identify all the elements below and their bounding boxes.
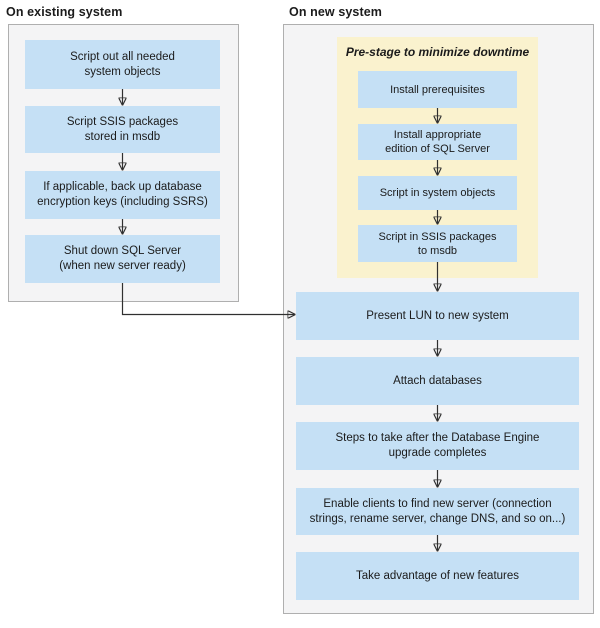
step-label: Present LUN to new system (366, 309, 509, 322)
step-attach-databases: Attach databases (296, 357, 579, 405)
step-script-in-ssis-packages: Script in SSIS packages to msdb (358, 225, 517, 262)
step-label: Attach databases (393, 374, 482, 387)
step-label: Shut down SQL Server (when new server re… (59, 245, 186, 272)
step-take-advantage-new-features: Take advantage of new features (296, 552, 579, 600)
new-system-title: On new system (289, 5, 382, 19)
step-label: Enable clients to find new server (conne… (309, 497, 566, 525)
existing-system-title: On existing system (6, 5, 123, 19)
step-label: Install prerequisites (390, 83, 485, 96)
step-label: Script in system objects (379, 187, 496, 199)
prestage-title: Pre-stage to minimize downtime (345, 45, 530, 59)
step-label: Script SSIS packages stored in msdb (66, 115, 179, 143)
step-shut-down-sql-server: Shut down SQL Server (when new server re… (25, 235, 220, 283)
step-install-prerequisites: Install prerequisites (358, 71, 517, 108)
step-label: Script in SSIS packages to msdb (378, 230, 497, 257)
step-label: Install appropriate edition of SQL Serve… (385, 129, 490, 155)
step-present-lun: Present LUN to new system (296, 292, 579, 340)
step-label: Script out all needed system objects (70, 50, 175, 78)
step-install-sql-server-edition: Install appropriate edition of SQL Serve… (358, 124, 517, 160)
step-label: Steps to take after the Database Engine … (335, 432, 540, 459)
step-label: Take advantage of new features (355, 569, 520, 582)
step-post-upgrade-steps: Steps to take after the Database Engine … (296, 422, 579, 470)
step-script-ssis-packages: Script SSIS packages stored in msdb (25, 106, 220, 153)
step-script-out-system-objects: Script out all needed system objects (25, 40, 220, 89)
step-script-in-system-objects: Script in system objects (358, 176, 517, 210)
step-label: If applicable, back up database encrypti… (37, 181, 208, 208)
step-backup-encryption-keys: If applicable, back up database encrypti… (25, 171, 220, 219)
step-enable-clients-find-server: Enable clients to find new server (conne… (296, 488, 579, 535)
